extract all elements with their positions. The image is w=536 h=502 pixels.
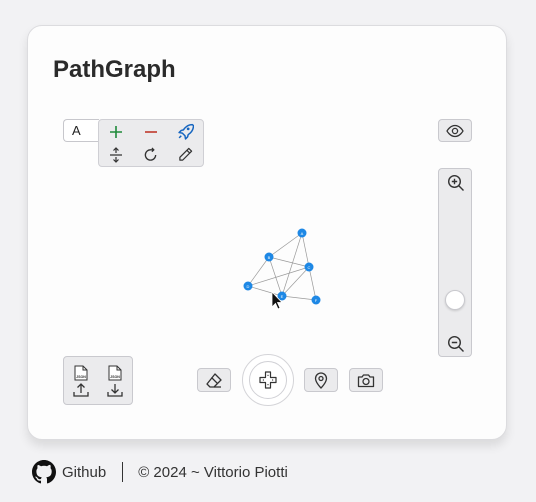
upload-json-button[interactable]: JSON — [64, 357, 98, 404]
svg-text:D: D — [247, 284, 250, 289]
graph-node[interactable]: C — [304, 262, 314, 272]
footer-separator — [122, 462, 124, 482]
svg-text:F: F — [315, 298, 318, 303]
remove-node-button[interactable] — [134, 120, 169, 143]
svg-text:JSON: JSON — [110, 375, 120, 379]
zoom-out-icon — [447, 335, 464, 352]
copyright-text: © 2024 ~ Vittorio Piotti — [138, 463, 288, 481]
zoom-in-icon — [447, 174, 464, 191]
rotate-icon — [145, 147, 157, 161]
node-input[interactable]: A — [63, 119, 99, 142]
github-label: Github — [62, 463, 107, 481]
main-card: PathGraph A — [27, 25, 507, 440]
github-link[interactable]: Github — [32, 460, 106, 484]
edit-button[interactable] — [168, 143, 203, 166]
app-title: PathGraph — [53, 56, 176, 83]
dpad-inner — [249, 361, 287, 399]
run-button[interactable] — [168, 120, 203, 143]
mouse-cursor-icon — [271, 291, 283, 310]
zoom-slider-thumb[interactable] — [445, 290, 465, 311]
graph-node[interactable]: E — [277, 291, 287, 301]
visibility-button[interactable] — [438, 119, 472, 142]
eraser-icon — [206, 373, 222, 388]
dpad-icon — [259, 371, 277, 389]
graph-node[interactable]: D — [243, 281, 253, 291]
svg-text:E: E — [281, 294, 284, 299]
upload-icon — [73, 382, 89, 397]
locate-button[interactable] — [304, 368, 338, 392]
vertical-arrows-icon — [110, 146, 123, 163]
json-file-icon: JSON — [108, 365, 122, 380]
download-icon — [107, 383, 123, 397]
json-panel: JSON JSON — [63, 356, 133, 405]
footer: Github © 2024 ~ Vittorio Piotti — [32, 458, 288, 486]
screenshot-button[interactable] — [349, 368, 383, 392]
svg-text:C: C — [308, 265, 311, 270]
plus-icon — [110, 125, 123, 138]
dpad-button[interactable] — [242, 354, 294, 406]
svg-text:A: A — [301, 231, 304, 236]
rocket-icon — [178, 123, 195, 140]
map-pin-icon — [314, 371, 328, 389]
json-file-icon: JSON — [74, 365, 88, 380]
svg-text:JSON: JSON — [76, 375, 86, 379]
svg-text:B: B — [268, 255, 271, 260]
edit-toolbar — [98, 119, 204, 167]
graph-nodes: A B C D E F — [243, 228, 321, 305]
pencil-icon — [179, 147, 193, 161]
camera-icon — [357, 373, 375, 387]
graph-canvas[interactable]: A B C D E F — [238, 221, 328, 311]
add-node-button[interactable] — [99, 120, 134, 143]
eraser-button[interactable] — [197, 368, 231, 392]
zoom-in-button[interactable] — [445, 172, 467, 194]
swap-button[interactable] — [99, 143, 134, 166]
graph-node[interactable]: A — [297, 228, 307, 238]
reset-button[interactable] — [134, 143, 169, 166]
graph-node[interactable]: B — [264, 252, 274, 262]
eye-icon — [446, 124, 464, 137]
graph-node[interactable]: F — [311, 295, 321, 305]
github-icon — [32, 460, 56, 484]
zoom-out-button[interactable] — [445, 333, 467, 355]
minus-icon — [144, 130, 157, 133]
zoom-panel — [438, 168, 472, 357]
download-json-button[interactable]: JSON — [98, 357, 132, 404]
graph-edges — [247, 232, 317, 301]
